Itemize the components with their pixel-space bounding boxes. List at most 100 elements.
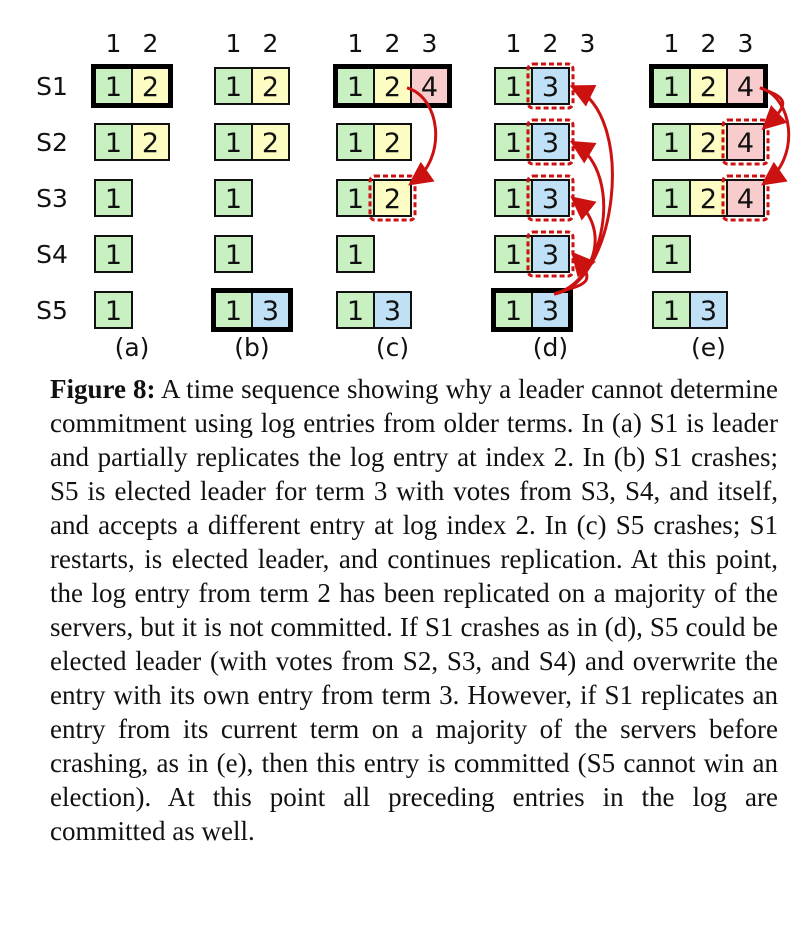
log-entry-term: 3 xyxy=(542,296,559,327)
log-entry-term: 1 xyxy=(105,72,122,103)
log-entry xyxy=(373,291,412,329)
leader-outline xyxy=(211,288,293,332)
figure-caption: Figure 8: A time sequence showing why a … xyxy=(50,372,778,848)
panel-label: (d) xyxy=(533,333,568,362)
log-entry xyxy=(410,67,449,105)
log-index-label: 3 xyxy=(580,29,596,58)
log-entry-term: 3 xyxy=(542,72,559,103)
panel-label: (b) xyxy=(234,333,269,362)
log-entry-term: 3 xyxy=(384,296,401,327)
log-entry-term: 2 xyxy=(384,72,401,103)
replication-arrow xyxy=(406,86,438,186)
log-index-label: 2 xyxy=(263,29,279,58)
log-entry xyxy=(494,123,533,161)
log-entry-term: 1 xyxy=(663,240,680,271)
caption-text: A time sequence showing why a leader can… xyxy=(50,374,778,846)
log-entry-term: 1 xyxy=(225,72,242,103)
log-entry xyxy=(373,67,412,105)
log-entry xyxy=(652,123,691,161)
log-entry xyxy=(214,67,253,105)
log-entry-term: 1 xyxy=(105,296,122,327)
log-index-label: 3 xyxy=(738,29,754,58)
log-entry-term: 2 xyxy=(262,128,279,159)
log-index-label: 1 xyxy=(348,29,364,58)
log-entry-term: 1 xyxy=(347,184,364,215)
server-label: S1 xyxy=(36,72,68,101)
panel-label: (e) xyxy=(691,333,726,362)
log-entry xyxy=(531,123,570,161)
log-entry-term: 3 xyxy=(542,128,559,159)
caption-label: Figure 8: xyxy=(50,374,156,404)
log-entry-term: 1 xyxy=(663,296,680,327)
log-entry-term: 1 xyxy=(105,240,122,271)
log-entry-term: 2 xyxy=(384,128,401,159)
leader-outline xyxy=(91,64,173,108)
log-entry xyxy=(336,179,375,217)
log-entry xyxy=(336,123,375,161)
panel-label: (a) xyxy=(115,333,150,362)
log-entry-term: 1 xyxy=(347,240,364,271)
log-entry-term: 2 xyxy=(142,72,159,103)
log-entry-term: 1 xyxy=(225,296,242,327)
log-entry-term: 1 xyxy=(505,240,522,271)
log-entry-term: 1 xyxy=(505,184,522,215)
log-index-label: 1 xyxy=(106,29,122,58)
log-entry-term: 1 xyxy=(663,184,680,215)
log-entry-term: 1 xyxy=(663,128,680,159)
log-entry-term: 3 xyxy=(700,296,717,327)
log-entry xyxy=(214,123,253,161)
log-index-label: 2 xyxy=(143,29,159,58)
log-entry xyxy=(373,179,412,217)
replication-highlight xyxy=(368,174,417,222)
log-entry-term: 3 xyxy=(542,240,559,271)
log-entry-term: 1 xyxy=(505,72,522,103)
log-entry xyxy=(214,235,253,273)
log-entry-term: 1 xyxy=(105,128,122,159)
log-index-label: 2 xyxy=(385,29,401,58)
log-entry xyxy=(531,67,570,105)
log-index-label: 1 xyxy=(506,29,522,58)
log-entry-term: 2 xyxy=(700,72,717,103)
log-entry xyxy=(214,179,253,217)
leader-outline xyxy=(649,64,768,108)
log-entry-term: 1 xyxy=(225,184,242,215)
replication-highlight xyxy=(721,118,770,166)
log-entry-term: 1 xyxy=(225,240,242,271)
log-entry xyxy=(251,123,290,161)
log-entry xyxy=(94,235,133,273)
log-entry xyxy=(652,235,691,273)
log-entry-term: 3 xyxy=(262,296,279,327)
log-entry xyxy=(689,123,728,161)
log-entry-term: 2 xyxy=(384,184,401,215)
log-entry-term: 2 xyxy=(142,128,159,159)
log-entry-term: 4 xyxy=(737,184,754,215)
log-entry xyxy=(652,179,691,217)
log-entry-term: 4 xyxy=(421,72,438,103)
log-entry-term: 2 xyxy=(262,72,279,103)
log-index-label: 3 xyxy=(422,29,438,58)
log-entry-term: 3 xyxy=(542,184,559,215)
log-entry xyxy=(251,67,290,105)
log-entry-term: 4 xyxy=(737,72,754,103)
replication-highlight xyxy=(721,174,770,222)
server-label: S5 xyxy=(36,296,68,325)
log-entry xyxy=(494,179,533,217)
replication-arrow xyxy=(759,86,791,186)
log-entry xyxy=(131,123,170,161)
panel-label: (c) xyxy=(376,333,409,362)
log-entry xyxy=(531,179,570,217)
log-entry xyxy=(726,123,765,161)
server-label: S2 xyxy=(36,128,68,157)
log-entry xyxy=(94,179,133,217)
replication-arrow xyxy=(553,85,614,296)
log-entry-term: 1 xyxy=(505,128,522,159)
log-entry-term: 2 xyxy=(700,128,717,159)
log-entry xyxy=(94,291,133,329)
log-entry-term: 1 xyxy=(663,72,680,103)
log-entry xyxy=(726,179,765,217)
log-entry xyxy=(373,123,412,161)
